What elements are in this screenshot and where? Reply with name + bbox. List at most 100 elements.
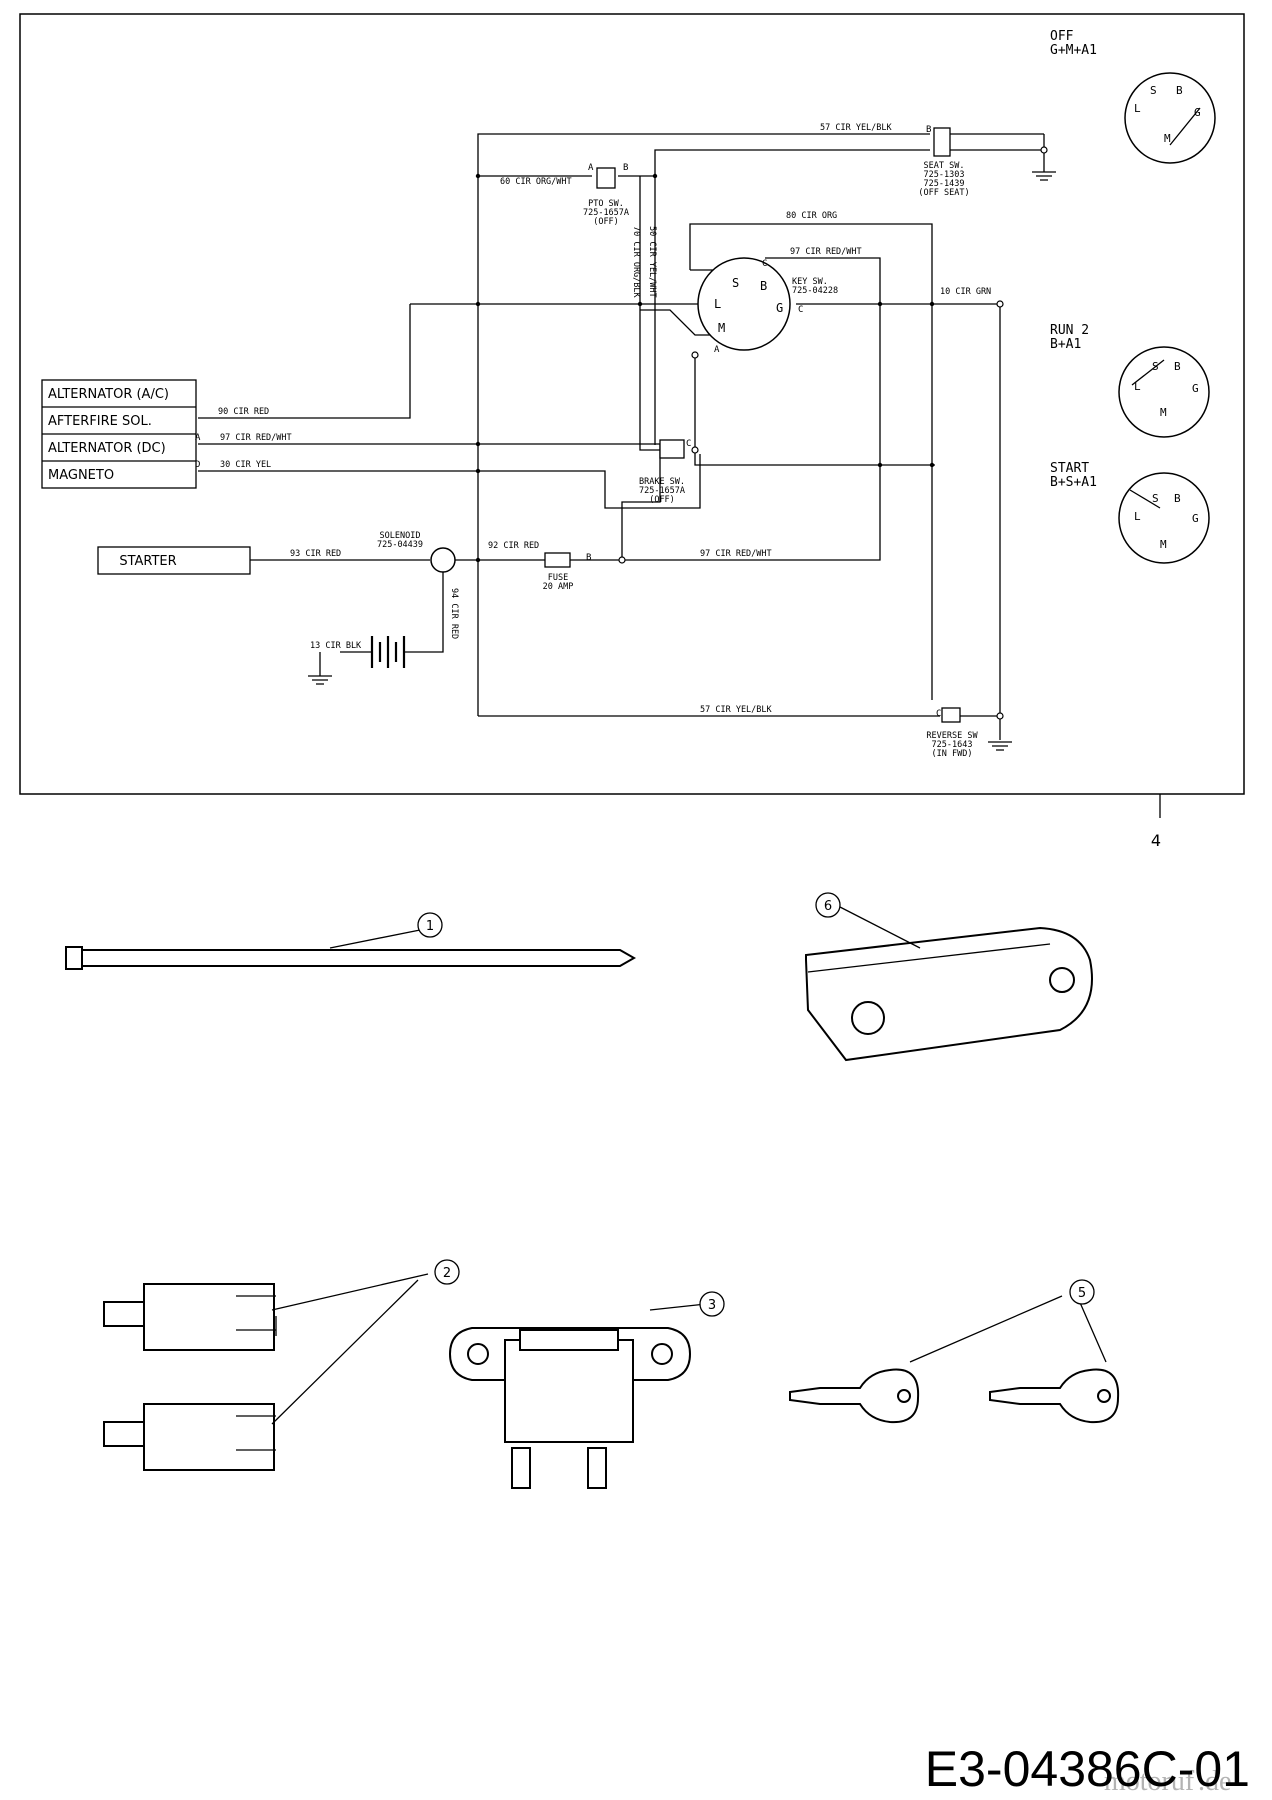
solenoid-label: SOLENOID 725-04439 xyxy=(377,531,423,550)
wire-label-57-bottom: 57 CIR YEL/BLK xyxy=(700,705,773,715)
wire-label-92: 92 CIR RED xyxy=(488,541,539,551)
wire-label-30: 30 CIR YEL xyxy=(220,460,271,470)
callout-1: 1 xyxy=(426,919,434,934)
svg-text:B: B xyxy=(1174,492,1181,505)
wire-label-80: 80 CIR ORG xyxy=(786,211,837,221)
callout-circles xyxy=(417,892,1095,1317)
bracket-part xyxy=(805,906,1093,1062)
svg-text:A: A xyxy=(714,345,720,355)
svg-text:S: S xyxy=(1152,360,1159,373)
svg-text:A: A xyxy=(195,433,201,443)
callout-5: 5 xyxy=(1078,1286,1086,1301)
starter-label: STARTER xyxy=(119,554,176,569)
svg-text:C: C xyxy=(686,439,691,449)
callout-2: 2 xyxy=(443,1266,451,1281)
wire-label-97-fuse: 97 CIR RED/WHT xyxy=(700,549,772,559)
svg-text:RUN 2: RUN 2 xyxy=(1050,323,1089,338)
key-dial-run xyxy=(1118,346,1210,438)
svg-text:725-04439: 725-04439 xyxy=(377,540,423,550)
svg-text:SEAT SW.: SEAT SW. xyxy=(924,161,965,171)
solenoid-part xyxy=(448,1303,707,1489)
watermark-logo: motoruf xyxy=(1104,1766,1195,1797)
svg-text:M: M xyxy=(1160,538,1167,551)
box-alternator-ac: ALTERNATOR (A/C) xyxy=(48,387,169,402)
brake-switch xyxy=(659,439,685,459)
svg-text:20 AMP: 20 AMP xyxy=(543,582,574,592)
svg-text:A: A xyxy=(588,163,594,173)
ignition-key-parts xyxy=(789,1295,1120,1424)
svg-text:G: G xyxy=(1194,106,1201,119)
cable-tie-part xyxy=(65,929,637,970)
seat-switch xyxy=(933,127,951,157)
dial-letters-off: S B L G M xyxy=(1134,84,1201,145)
starter-box xyxy=(97,546,251,575)
box-afterfire-sol: AFTERFIRE SOL. xyxy=(48,414,152,429)
fuse-symbol xyxy=(544,552,571,568)
svg-text:B: B xyxy=(760,279,767,293)
brake-switch-label: BRAKE SW. 725-1657A (OFF) xyxy=(639,477,685,505)
plunger-switch-parts xyxy=(103,1273,429,1471)
svg-text:725-1657A: 725-1657A xyxy=(639,486,685,496)
svg-text:(OFF SEAT): (OFF SEAT) xyxy=(918,188,969,198)
svg-text:B+A1: B+A1 xyxy=(1050,337,1081,352)
svg-text:B: B xyxy=(586,553,591,563)
svg-text:S: S xyxy=(1150,84,1157,97)
svg-text:M: M xyxy=(1164,132,1171,145)
svg-text:S: S xyxy=(732,276,739,290)
key-dial-start xyxy=(1118,472,1210,564)
reverse-switch xyxy=(941,707,961,723)
svg-text:725-04228: 725-04228 xyxy=(792,286,838,296)
seat-switch-label: SEAT SW. 725-1303 725-1439 (OFF SEAT) xyxy=(918,161,969,198)
svg-text:PTO SW.: PTO SW. xyxy=(588,199,624,209)
junction-dots xyxy=(475,173,935,563)
wire-label-13: 13 CIR BLK xyxy=(310,641,362,651)
svg-text:SOLENOID: SOLENOID xyxy=(380,531,421,541)
callout-3: 3 xyxy=(708,1298,716,1313)
terminal-letters: A B B A D B C C C A C xyxy=(195,125,941,719)
svg-text:M: M xyxy=(718,321,725,335)
solenoid-symbol xyxy=(430,547,456,573)
svg-text:M: M xyxy=(1160,406,1167,419)
wire-label-50: 50 CIR YEL/WHT xyxy=(647,226,657,298)
svg-text:D: D xyxy=(195,460,200,470)
svg-text:L: L xyxy=(1134,510,1141,523)
wire-label-60: 60 CIR ORG/WHT xyxy=(500,177,572,187)
svg-text:B: B xyxy=(1176,84,1183,97)
svg-text:BRAKE SW.: BRAKE SW. xyxy=(639,477,685,487)
wire-label-90: 90 CIR RED xyxy=(218,407,269,417)
box-magneto: MAGNETO xyxy=(48,468,114,483)
svg-text:(OFF): (OFF) xyxy=(649,495,675,505)
svg-text:L: L xyxy=(1134,102,1141,115)
svg-text:G: G xyxy=(776,301,783,315)
box-alternator-dc: ALTERNATOR (DC) xyxy=(48,441,166,456)
callout-6: 6 xyxy=(824,899,832,914)
svg-text:G: G xyxy=(1192,512,1199,525)
svg-text:L: L xyxy=(714,297,721,311)
wire-label-94: 94 CIR RED xyxy=(449,588,459,639)
svg-text:L: L xyxy=(1134,380,1141,393)
pto-switch xyxy=(596,167,616,189)
svg-text:725-1303: 725-1303 xyxy=(924,170,965,180)
key-switch-terminals: S B L G M xyxy=(714,276,783,335)
svg-text:B: B xyxy=(926,125,931,135)
key-dial-off xyxy=(1124,72,1216,164)
svg-text:B+S+A1: B+S+A1 xyxy=(1050,475,1097,490)
watermark-suffix: .de xyxy=(1198,1766,1231,1797)
svg-text:725-1439: 725-1439 xyxy=(924,179,965,189)
drawing-code: E3-04386C-01 xyxy=(925,1741,1250,1797)
svg-text:725-1643: 725-1643 xyxy=(932,740,973,750)
wire-label-57-top: 57 CIR YEL/BLK xyxy=(820,123,893,133)
harness-connector-table xyxy=(41,379,197,489)
svg-text:B: B xyxy=(623,163,628,173)
svg-text:C: C xyxy=(798,305,803,315)
reverse-switch-label: REVERSE SW 725-1643 (IN FWD) xyxy=(926,731,978,759)
svg-text:C: C xyxy=(936,709,941,719)
svg-text:B: B xyxy=(1174,360,1181,373)
key-position-off: OFF G+M+A1 xyxy=(1050,29,1097,58)
wire-label-97-alt: 97 CIR RED/WHT xyxy=(220,433,292,443)
svg-text:G+M+A1: G+M+A1 xyxy=(1050,43,1097,58)
svg-text:(OFF): (OFF) xyxy=(593,217,619,227)
svg-text:FUSE: FUSE xyxy=(548,573,568,583)
